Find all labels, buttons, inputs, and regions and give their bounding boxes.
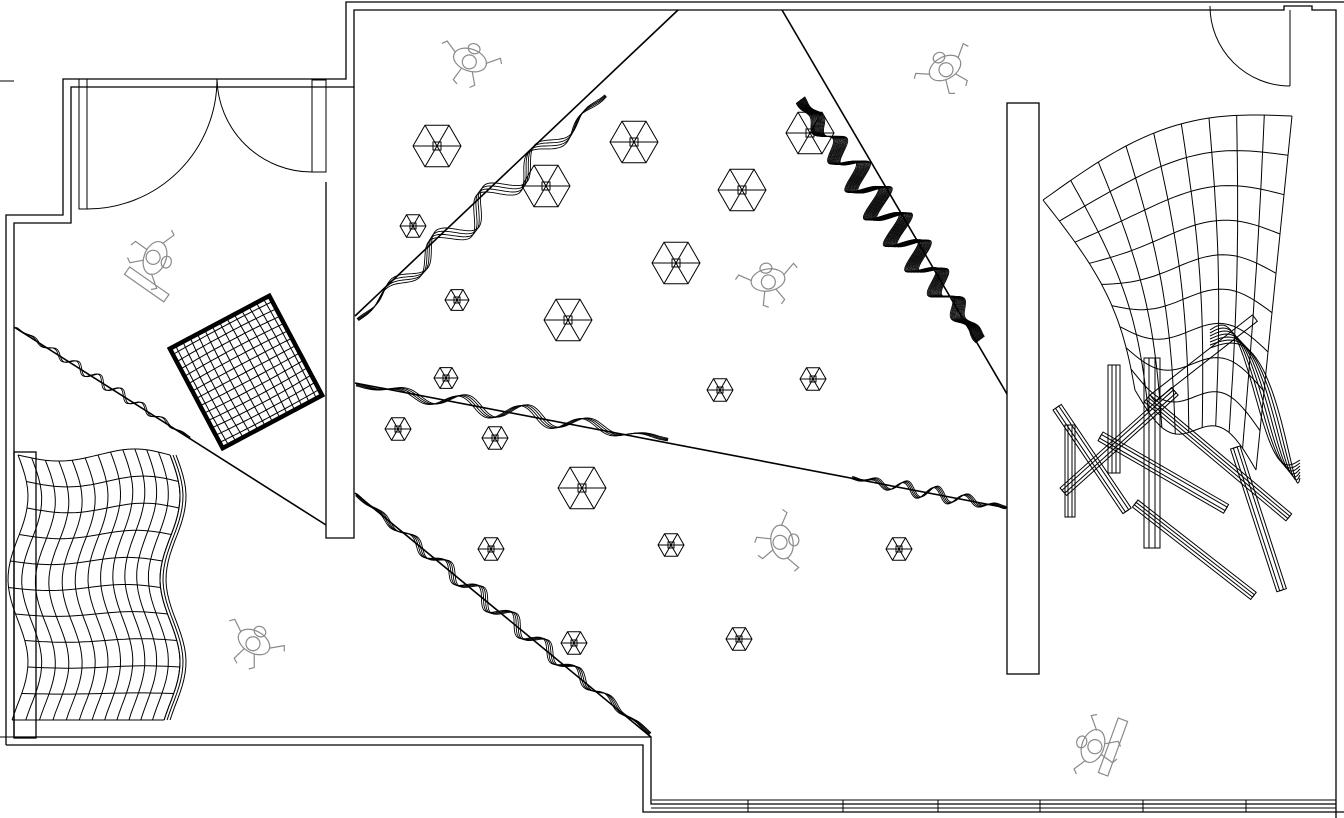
hexagon-fixture [609, 120, 659, 164]
person-with-board [1097, 717, 1129, 777]
stick-bundle-sculpture [1052, 314, 1293, 601]
hexagon-fixture [384, 417, 412, 441]
wave-bundle [355, 382, 669, 442]
hexagon-fixture [799, 367, 827, 391]
hexagon-fixture [657, 533, 685, 557]
entry-double-door [78, 78, 327, 210]
person-with-board [123, 266, 170, 303]
hexagon-fixture [717, 168, 767, 212]
person-figure [913, 42, 969, 94]
hexagon-fixtures [384, 111, 913, 655]
woven-cushion-sculpture [166, 292, 326, 452]
hexagon-fixture [399, 214, 427, 238]
exterior-walls [5, 1, 1344, 818]
person-figure [229, 618, 285, 670]
hexagon-fixture [706, 378, 734, 402]
hexagon-fixture [521, 164, 571, 208]
hexagon-fixture [725, 627, 753, 651]
hexagon-fixture [444, 289, 470, 311]
hexagon-fixture [885, 537, 913, 561]
wavy-grid-sculpture [7, 448, 187, 721]
person-figure [126, 229, 175, 291]
window-mullions [747, 800, 1247, 812]
hexagon-fixture [560, 631, 588, 655]
dimension-ticks [0, 80, 14, 738]
wave-bundle [15, 326, 191, 439]
hexagon-fixture [651, 241, 701, 285]
hexagon-fixture [481, 426, 509, 450]
person-figure [441, 40, 503, 89]
interior-partitions [13, 87, 1040, 739]
hexagon-fixture [477, 537, 505, 561]
cord-wave-bundles [15, 94, 1007, 735]
corner-door [1209, 5, 1291, 87]
person-figure [734, 262, 798, 308]
wave-bundle [355, 493, 652, 735]
wave-bundle [356, 94, 607, 321]
person-figure [754, 508, 800, 572]
curved-grid-sculpture [1042, 114, 1301, 484]
hexagon-fixture [412, 124, 462, 168]
suspended-cords [13, 9, 1008, 738]
person-figure [1073, 713, 1122, 775]
wave-bundle [851, 475, 1007, 510]
people-figures [123, 40, 1129, 777]
hexagon-fixture [785, 111, 835, 155]
hexagon-fixture [543, 298, 593, 342]
wave-bundle [795, 96, 985, 344]
hexagon-fixture [433, 367, 459, 389]
hexagon-fixture [557, 466, 607, 510]
